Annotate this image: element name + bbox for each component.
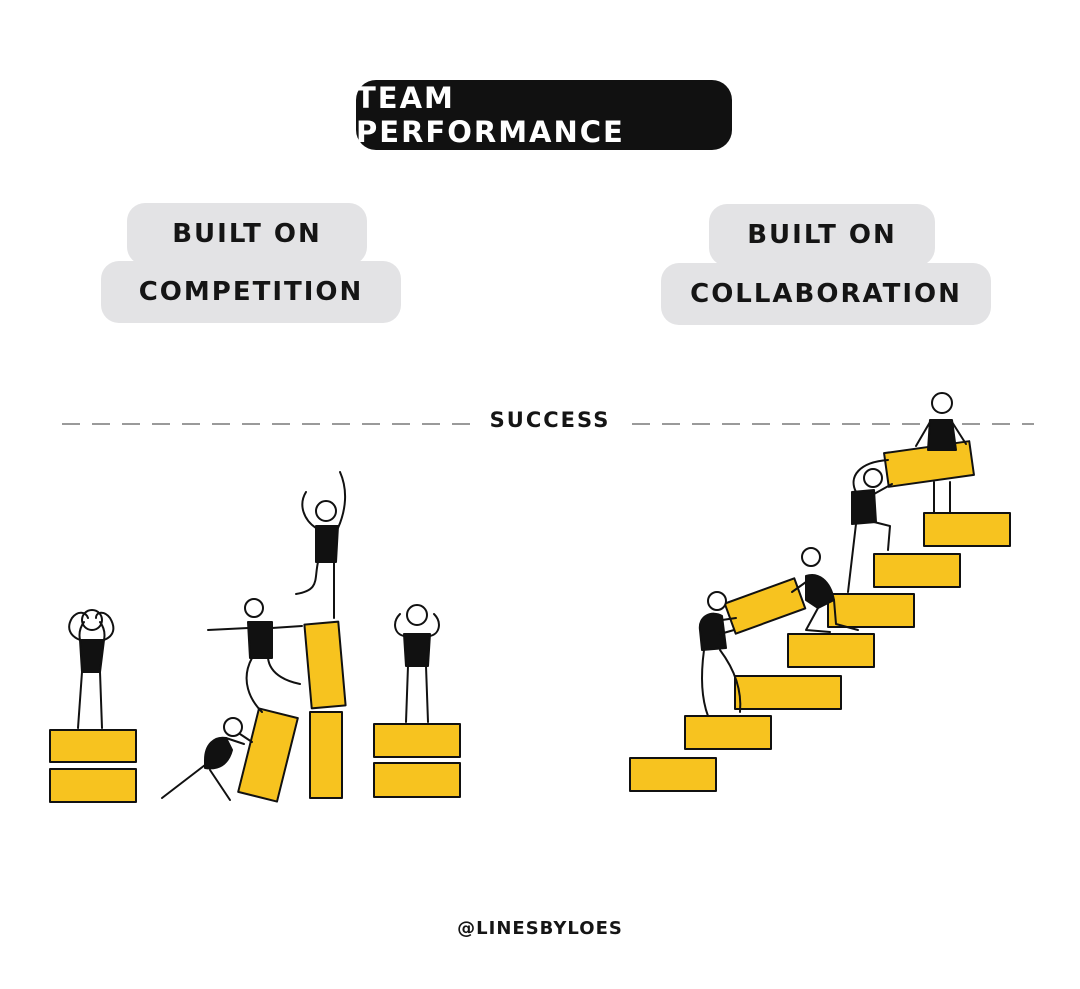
collaboration-label-line1: BUILT ON	[709, 204, 935, 266]
figure-collaborator-1	[698, 591, 742, 717]
figure-competitor-stepping	[207, 598, 303, 713]
stair-block	[629, 757, 717, 792]
competition-label-line1: BUILT ON	[127, 203, 367, 265]
block	[373, 723, 461, 758]
figure-competitor-left	[68, 609, 115, 729]
author-credit: @LINESBYLOES	[457, 918, 623, 939]
collaboration-label-line2: COLLABORATION	[661, 263, 991, 325]
competition-scene	[49, 471, 461, 803]
block	[49, 768, 137, 803]
stair-block	[873, 553, 961, 588]
page-title: TEAM PERFORMANCE	[356, 80, 732, 150]
figure-competitor-right	[394, 604, 440, 723]
figure-collaborator-3	[847, 459, 893, 593]
block	[373, 762, 461, 798]
figure-competitor-top	[295, 471, 346, 619]
stair-block	[684, 715, 772, 750]
carried-block	[883, 440, 975, 488]
block	[237, 707, 299, 803]
block	[303, 620, 347, 710]
block	[49, 729, 137, 763]
figure-collaborator-top	[915, 392, 967, 513]
stair-block	[734, 675, 842, 710]
competition-label-line2: COMPETITION	[101, 261, 401, 323]
collaboration-scene	[629, 392, 1011, 792]
stair-block	[787, 633, 875, 668]
success-label: SUCCESS	[480, 408, 620, 438]
stair-block	[923, 512, 1011, 547]
figure-competitor-crawling	[161, 717, 253, 801]
carried-block	[723, 577, 807, 635]
figure-collaborator-2	[791, 547, 859, 633]
stair-block	[827, 593, 915, 628]
block	[309, 711, 343, 799]
